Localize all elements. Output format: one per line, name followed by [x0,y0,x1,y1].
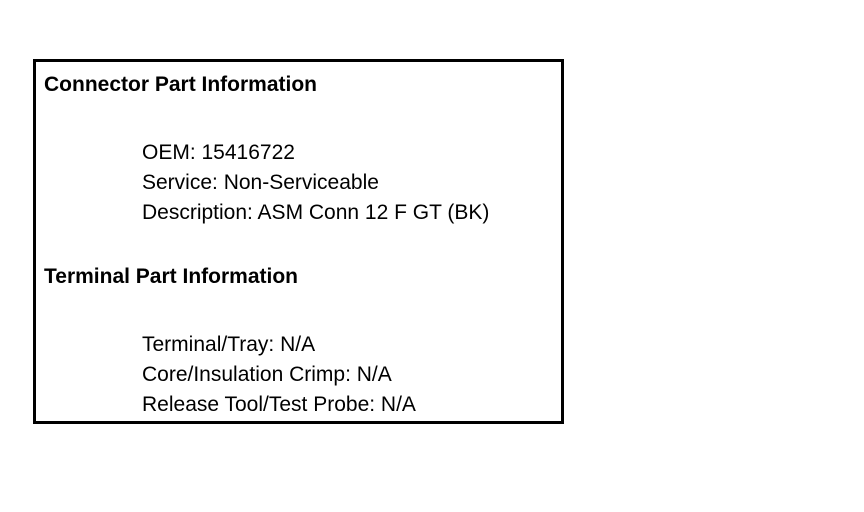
connector-part-information-heading: Connector Part Information [44,73,318,96]
terminal-part-information-heading: Terminal Part Information [44,265,298,288]
release-tool-test-probe-line: Release Tool/Test Probe: N/A [142,393,416,416]
terminal-tray-line: Terminal/Tray: N/A [142,333,316,356]
connector-oem-line: OEM: 15416722 [142,141,295,164]
panel-content: Connector Part Information OEM: 15416722… [36,62,561,421]
part-information-panel: Connector Part Information OEM: 15416722… [33,59,564,424]
connector-service-line: Service: Non-Serviceable [142,171,379,194]
core-insulation-crimp-line: Core/Insulation Crimp: N/A [142,363,392,386]
connector-description-line: Description: ASM Conn 12 F GT (BK) [142,201,490,224]
